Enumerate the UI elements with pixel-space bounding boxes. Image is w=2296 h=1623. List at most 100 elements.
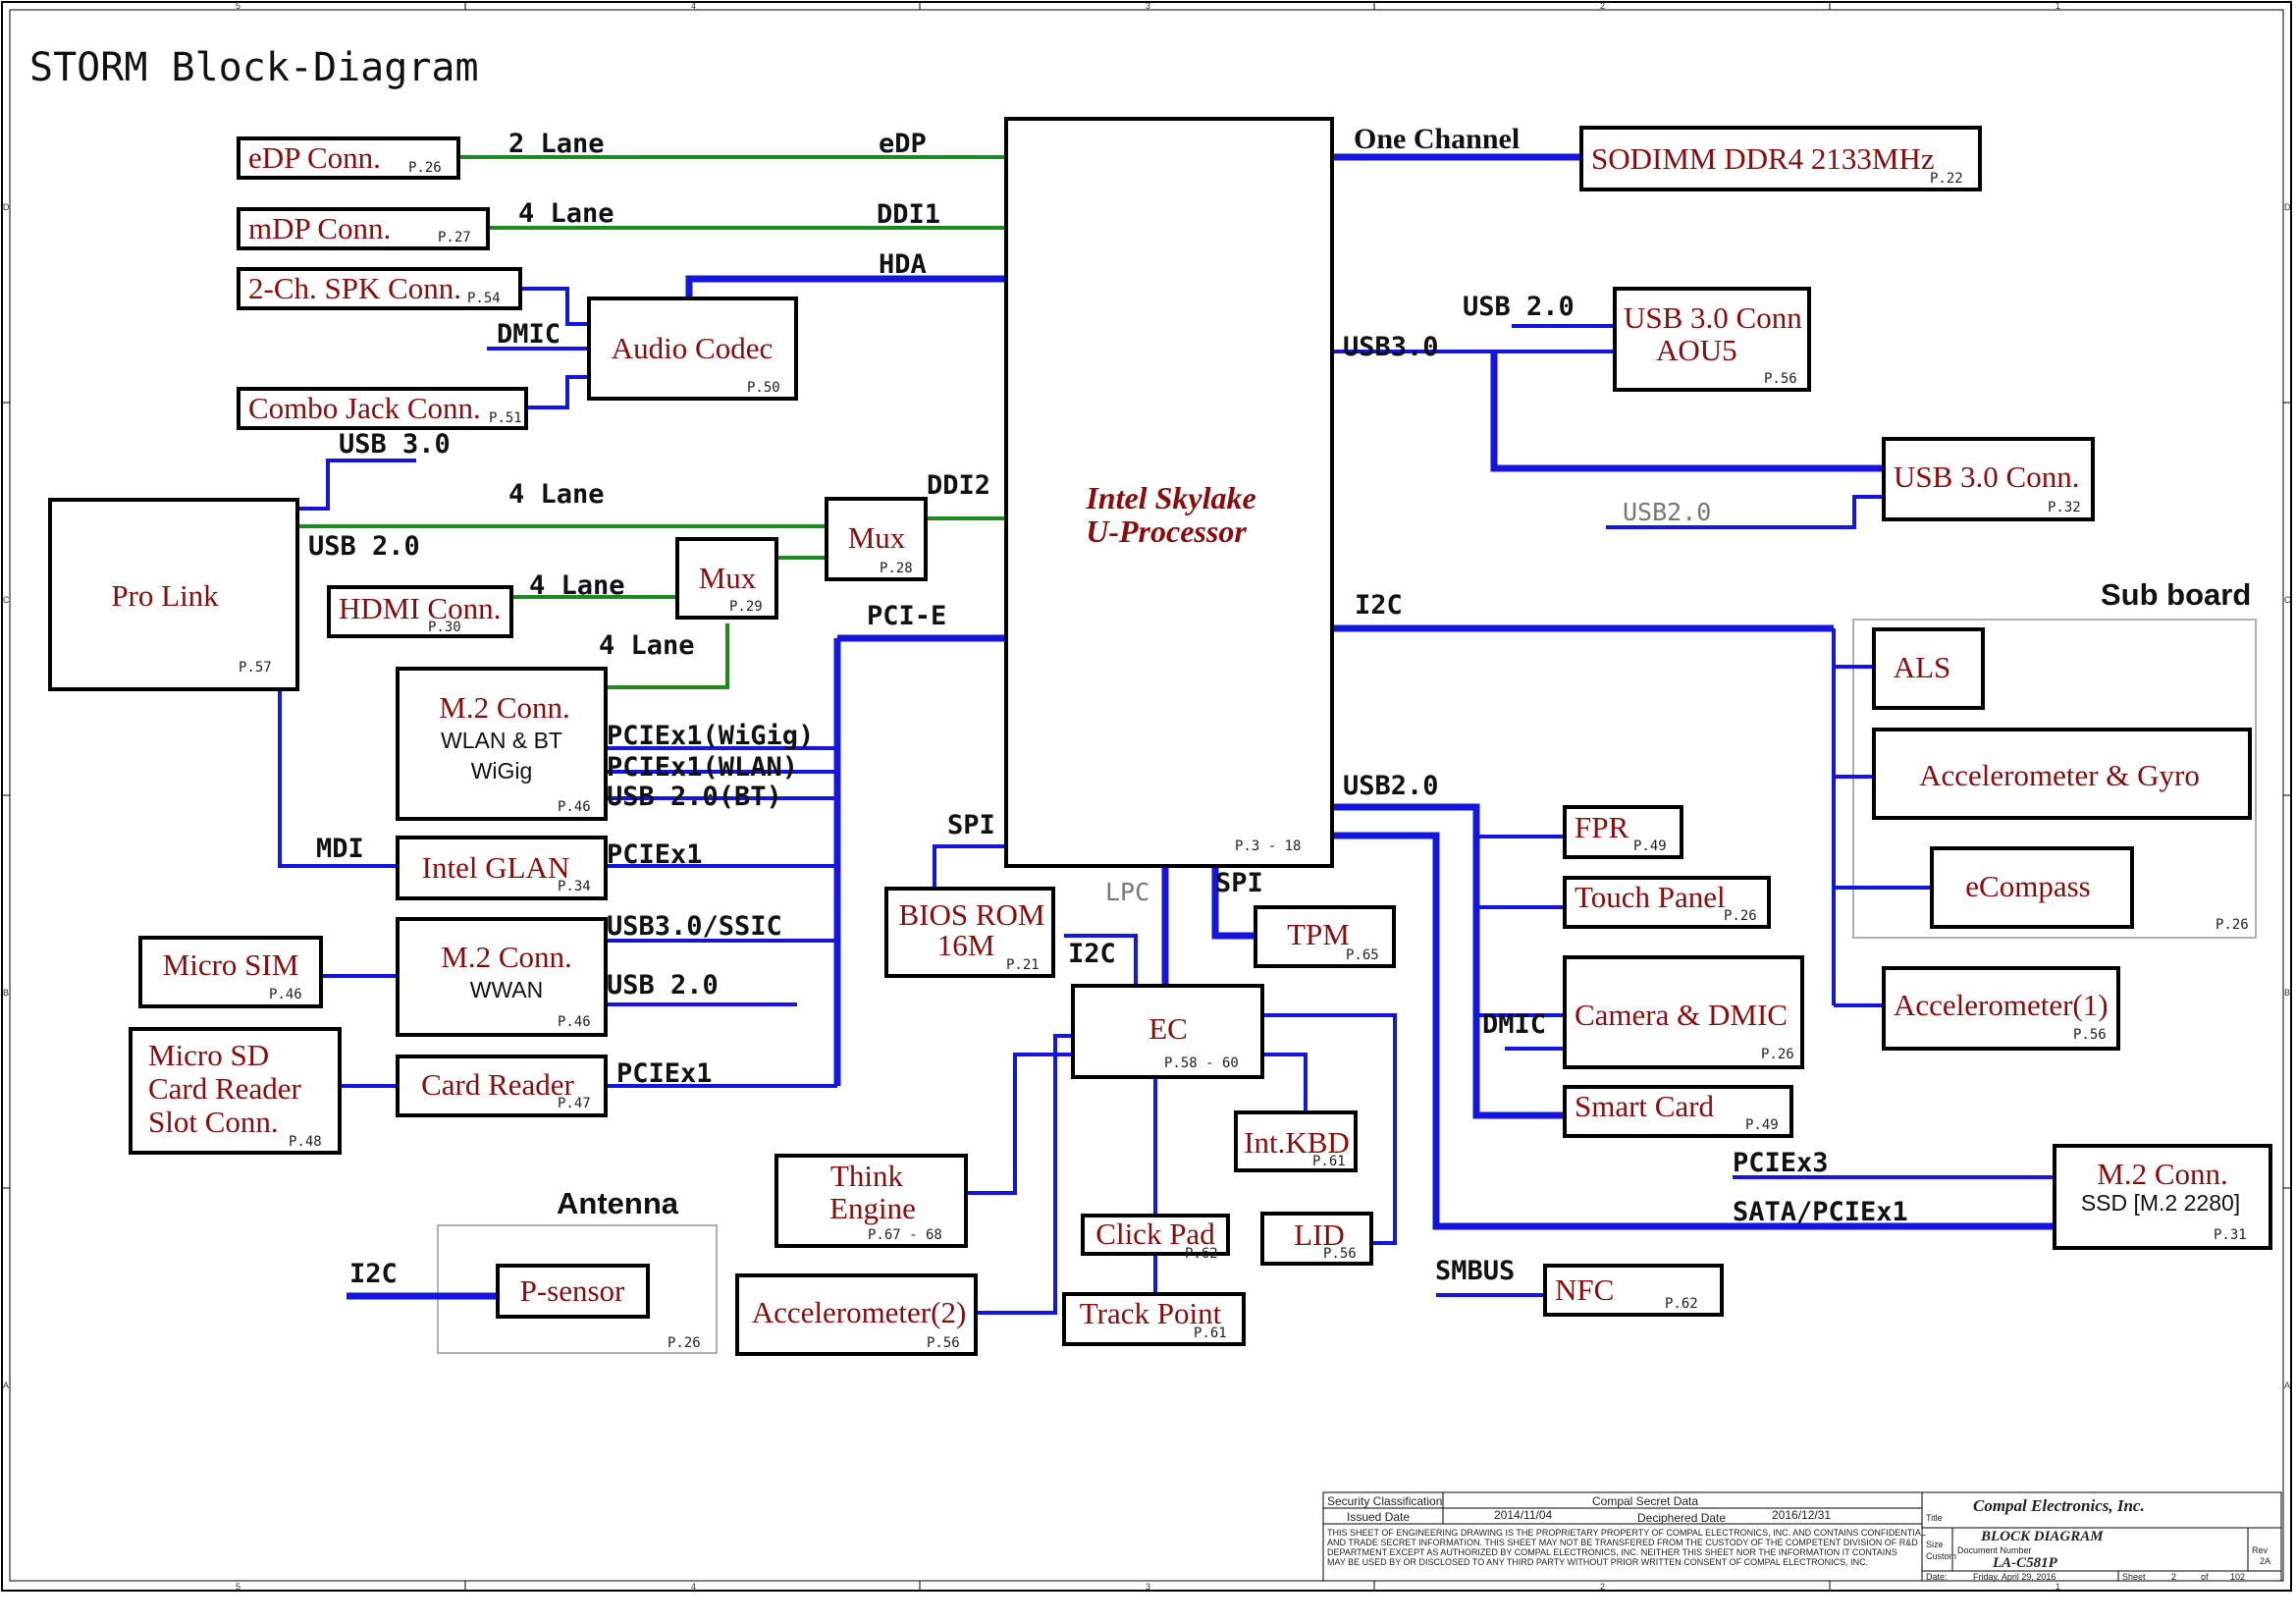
usb30-conn-page: P.32 [2048, 500, 2081, 515]
m2-wwan-name: M.2 Conn. [441, 940, 572, 974]
accelerometer1-block [1882, 966, 2120, 1051]
smart-card-page: P.49 [1745, 1117, 1779, 1133]
m2-wlan-sub1: WLAN & BT [441, 728, 562, 753]
nfc-block [1543, 1264, 1724, 1317]
accelerometer2-name: Accelerometer(2) [752, 1295, 967, 1329]
card-reader-page: P.47 [558, 1096, 591, 1111]
grid-bottom-2: 2 [1600, 1582, 1605, 1592]
micro-sd-line1: Micro SD [148, 1038, 269, 1072]
grid-bottom-4: 4 [691, 1582, 696, 1592]
tb-notice-1: THIS SHEET OF ENGINEERING DRAWING IS THE… [1327, 1528, 1926, 1538]
als-block [1872, 627, 1985, 710]
int-kbd-block [1234, 1110, 1358, 1172]
edp-conn-name: eDP Conn. [248, 140, 381, 175]
edp-conn-page: P.26 [408, 160, 442, 176]
m2-wlan-name: M.2 Conn. [439, 690, 570, 725]
signal-4-lane-mdp: 4 Lane [518, 198, 614, 229]
audio-codec-block [587, 297, 798, 401]
m2-ssd-sub1: SSD [M.2 2280] [2081, 1190, 2240, 1216]
tb-docnum-label: Document Number [1957, 1545, 2032, 1555]
pro-link-name: Pro Link [111, 578, 219, 613]
accelerometer2-block [735, 1273, 978, 1356]
mux2-block [675, 537, 778, 620]
m2-ssd-name: M.2 Conn. [2097, 1157, 2228, 1191]
tb-size-label: Size [1926, 1540, 1944, 1549]
track-point-name: Track Point [1080, 1296, 1222, 1330]
signal-ddi2: DDI2 [927, 470, 990, 501]
grid-right-c: C [2284, 595, 2291, 605]
m2-wwan-sub1: WWAN [470, 977, 544, 1002]
signal-usb20-conn: USB2.0 [1623, 498, 1711, 526]
title-block: Security Classification Compal Secret Da… [1322, 1491, 2282, 1582]
bios-rom-block [884, 887, 1055, 978]
nfc-page: P.62 [1665, 1296, 1698, 1312]
spk-conn-block [237, 267, 522, 310]
ecompass-page: P.26 [2216, 917, 2249, 933]
page-title: STORM Block-Diagram [29, 45, 479, 90]
tb-sheet-label: Sheet [2122, 1572, 2146, 1582]
ecompass-block [1930, 846, 2134, 929]
think-engine-line1: Think [830, 1159, 904, 1193]
mux2-page: P.29 [729, 599, 763, 615]
signal-i2c-subboard: I2C [1355, 590, 1403, 621]
signal-usb30-ssic: USB3.0/SSIC [607, 911, 782, 942]
grid-left-c: C [3, 595, 10, 605]
signal-smbus: SMBUS [1435, 1256, 1515, 1286]
signal-dmic-codec: DMIC [497, 319, 561, 350]
signal-usb20-right: USB2.0 [1343, 771, 1439, 801]
tb-company: Compal Electronics, Inc. [1973, 1496, 2145, 1515]
touch-panel-name: Touch Panel [1575, 880, 1726, 914]
micro-sd-block [129, 1027, 342, 1155]
int-kbd-page: P.61 [1312, 1154, 1346, 1169]
tb-rev: 2A [2260, 1556, 2270, 1566]
card-reader-name: Card Reader [421, 1067, 574, 1102]
drawing-frame: 5 4 3 2 1 5 4 3 2 1 D C B A D C B A [1, 1, 2292, 1592]
grid-right-a: A [2284, 1380, 2290, 1390]
grid-right-d: D [2284, 202, 2291, 212]
grid-bottom-3: 3 [1146, 1582, 1150, 1592]
signal-usb20-wwan: USB 2.0 [607, 970, 719, 1001]
micro-sd-line2: Card Reader [148, 1071, 301, 1106]
tb-secret-label: Compal Secret Data [1592, 1494, 1698, 1508]
smart-card-block [1563, 1085, 1793, 1138]
p-sensor-name: P-sensor [520, 1273, 625, 1308]
m2-wlan-sub2: WiGig [471, 758, 533, 784]
pro-link-block [48, 498, 299, 691]
accel-gyro-block [1872, 728, 2252, 820]
combo-jack-page: P.51 [489, 410, 522, 426]
accelerometer2-page: P.56 [927, 1335, 960, 1351]
signal-spi-bios: SPI [947, 810, 995, 840]
m2-wlan-block [396, 667, 608, 821]
ecompass-name: eCompass [1965, 869, 2090, 903]
intel-glan-name: Intel GLAN [422, 850, 570, 885]
signal-lpc: LPC [1105, 878, 1149, 906]
signal-pciex1-card: PCIEx1 [616, 1058, 713, 1089]
p-sensor-block [496, 1264, 650, 1319]
mdp-conn-name: mDP Conn. [248, 211, 391, 245]
click-pad-page: P.62 [1185, 1246, 1218, 1262]
tpm-page: P.65 [1346, 947, 1379, 963]
signal-i2c-ec: I2C [1068, 939, 1116, 969]
grid-top-5: 5 [236, 1, 240, 11]
signal-ddi1: DDI1 [877, 199, 940, 230]
signal-usb20-aou: USB 2.0 [1463, 292, 1575, 322]
click-pad-name: Click Pad [1095, 1217, 1215, 1251]
antenna-outline [437, 1224, 718, 1354]
bios-rom-page: P.21 [1006, 957, 1040, 973]
signal-4-lane-mux2: 4 Lane [599, 630, 695, 661]
connection-lines [278, 153, 2055, 1315]
cpu-name-line1: Intel Skylake [1085, 480, 1255, 515]
tb-issued-label: Issued Date [1347, 1510, 1410, 1524]
micro-sd-page: P.48 [289, 1134, 322, 1150]
signal-pciex3: PCIEx3 [1733, 1148, 1829, 1178]
think-engine-block [774, 1154, 968, 1248]
int-kbd-name: Int.KBD [1244, 1125, 1350, 1160]
hdmi-conn-name: HDMI Conn. [339, 591, 501, 625]
tb-rev-label: Rev [2252, 1545, 2269, 1555]
micro-sim-block [138, 936, 323, 1008]
tb-deciphered-date: 2016/12/31 [1772, 1508, 1831, 1522]
tb-notice-2: AND TRADE SECRET INFORMATION. THIS SHEET… [1327, 1538, 1918, 1547]
usb30-aou-block [1613, 287, 1811, 392]
tb-doc-title: BLOCK DIAGRAM [1980, 1529, 2104, 1544]
mdp-conn-block [237, 207, 490, 250]
